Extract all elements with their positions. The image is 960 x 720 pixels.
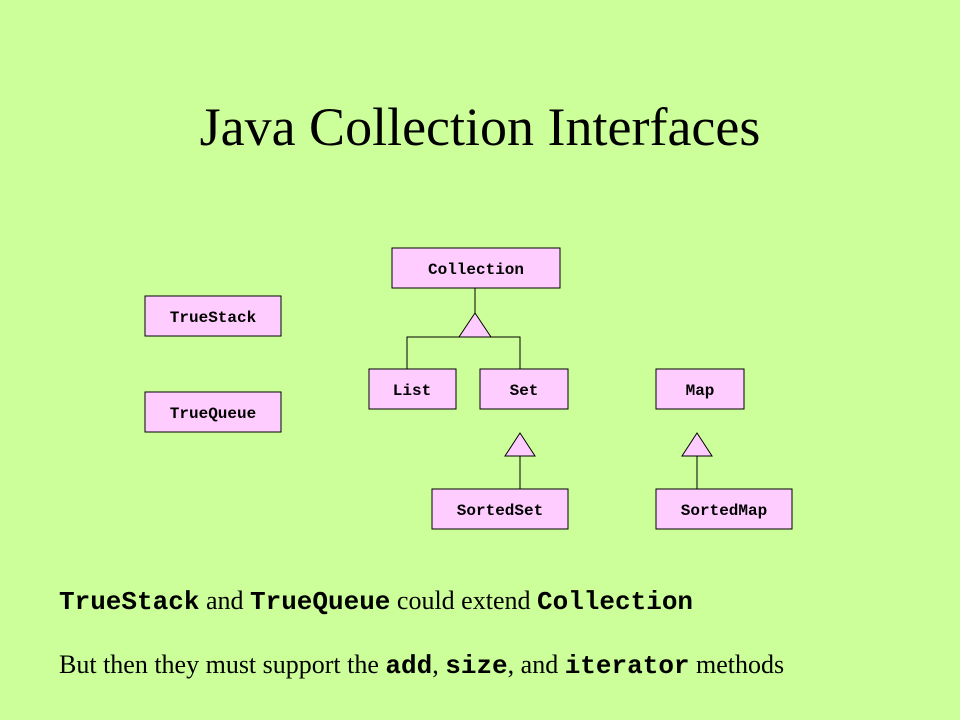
map-label: Map [686, 382, 715, 400]
truequeue-code: TrueQueue [249, 587, 391, 617]
map-inheritance-arrow [681, 432, 713, 457]
collection-box: Collection [391, 247, 561, 289]
truestack-label: TrueStack [170, 309, 257, 327]
text-comma-1: , [432, 650, 446, 679]
list-set-connector [406, 336, 521, 369]
text-comma-and: , and [507, 650, 565, 679]
truestack-code: TrueStack [59, 587, 200, 617]
iterator-code: iterator [564, 651, 690, 681]
collection-code: Collection [537, 587, 694, 617]
truestack-box: TrueStack [144, 295, 282, 337]
truequeue-label: TrueQueue [170, 405, 256, 423]
methods-statement: But then they must support the add, size… [59, 648, 939, 683]
sortedset-label: SortedSet [457, 502, 543, 520]
list-label: List [393, 382, 431, 400]
slide-title: Java Collection Interfaces [199, 97, 761, 157]
set-inheritance-arrow [504, 432, 536, 457]
text-and: and [199, 586, 250, 615]
collection-inheritance-arrow [458, 312, 492, 338]
set-label: Set [510, 382, 539, 400]
add-code: add [385, 651, 433, 681]
text-could-extend: could extend [390, 586, 537, 615]
map-box: Map [655, 368, 745, 410]
list-box: List [368, 368, 457, 410]
sortedmap-box: SortedMap [655, 488, 793, 530]
text-methods: methods [689, 650, 785, 679]
size-code: size [445, 651, 508, 681]
sortedmap-label: SortedMap [681, 502, 767, 520]
collection-label: Collection [428, 261, 524, 279]
extend-statement: TrueStack and TrueQueue could extend Col… [59, 584, 939, 619]
sortedset-box: SortedSet [431, 488, 569, 530]
truequeue-box: TrueQueue [144, 391, 282, 433]
set-box: Set [479, 368, 569, 410]
text-but-then: But then they must support the [59, 650, 386, 679]
